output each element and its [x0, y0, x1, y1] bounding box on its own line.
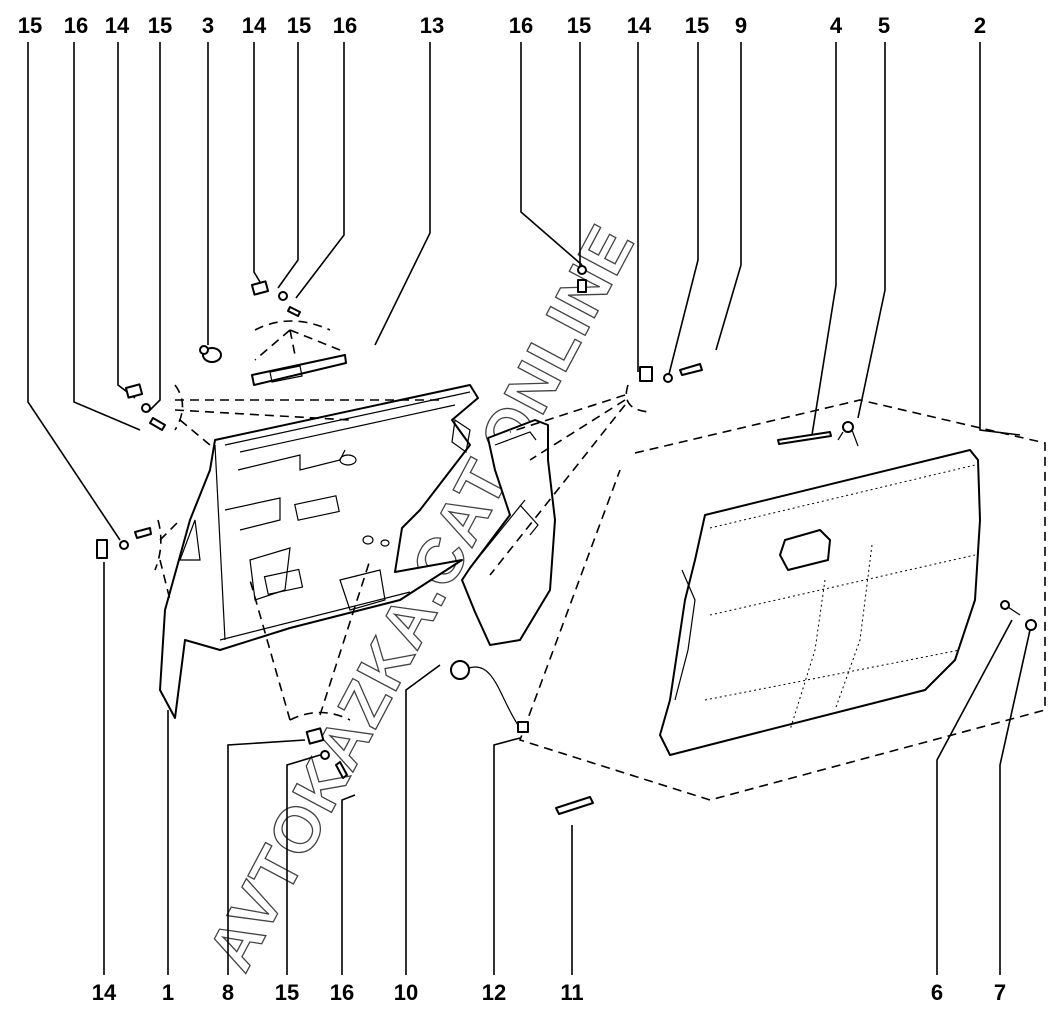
callout-bottom-1: 14: [92, 980, 117, 1005]
part-5-spring: [837, 421, 859, 447]
fastener-cluster-bottom: [289, 711, 351, 779]
leader-lines-top: [27, 42, 1021, 541]
callout-bottom-4: 15: [275, 980, 299, 1005]
callout-top-9: 13: [420, 13, 444, 38]
part-11-pin: [555, 796, 594, 815]
part-4-rod: [777, 431, 832, 445]
assembly-arrows: [159, 329, 626, 721]
callout-bottom-7: 12: [482, 980, 506, 1005]
callout-bottom-3: 8: [222, 980, 234, 1005]
callout-top-12: 14: [627, 13, 652, 38]
callout-top-10: 16: [509, 13, 533, 38]
fastener-cluster-left-lower: [96, 519, 162, 571]
part-12-lamp: [450, 660, 529, 733]
callout-top-3: 14: [105, 13, 130, 38]
lid-assembly-outline: [518, 399, 1046, 801]
callout-top-8: 16: [333, 13, 357, 38]
callout-top-5: 3: [202, 13, 214, 38]
callout-bottom-6: 10: [394, 980, 418, 1005]
part-3-plug: [199, 345, 222, 363]
part-1-housing: [159, 384, 479, 719]
callout-top-7: 15: [287, 13, 311, 38]
callout-bottom-2: 1: [162, 980, 174, 1005]
callout-bottom-10: 7: [994, 980, 1006, 1005]
callout-bottom-8: 11: [560, 980, 583, 1005]
callout-top-15: 4: [830, 13, 843, 38]
callout-top-2: 16: [64, 13, 88, 38]
callout-top-4: 15: [148, 13, 172, 38]
callout-bottom-9: 6: [931, 980, 943, 1005]
callout-bottom-5: 16: [330, 980, 354, 1005]
leader-lines-bottom: [103, 562, 1031, 975]
part-10-bracket: [461, 419, 556, 646]
callout-top-6: 14: [242, 13, 267, 38]
fastener-cluster-top: [250, 280, 331, 331]
callout-top-17: 2: [974, 13, 986, 38]
fastener-cluster-right: [625, 363, 703, 413]
part-2-lid: [659, 449, 981, 756]
callout-top-14: 9: [735, 13, 747, 38]
part-6-screw: [1000, 600, 1021, 616]
callout-top-1: 15: [18, 13, 42, 38]
bottom-callouts: 14 1 8 15 16 10 12 11 6 7: [92, 980, 1006, 1005]
fastener-cluster-left-upper: [124, 383, 184, 431]
callout-top-16: 5: [878, 13, 890, 38]
part-7-washer: [1025, 619, 1037, 631]
callout-top-13: 15: [685, 13, 709, 38]
fastener-cluster-center-top: [577, 265, 587, 293]
part-13-bar: [251, 354, 347, 386]
callout-top-11: 15: [567, 13, 591, 38]
top-callouts: 15 16 14 15 3 14 15 16 13 16 15 14 15 9 …: [18, 13, 986, 38]
